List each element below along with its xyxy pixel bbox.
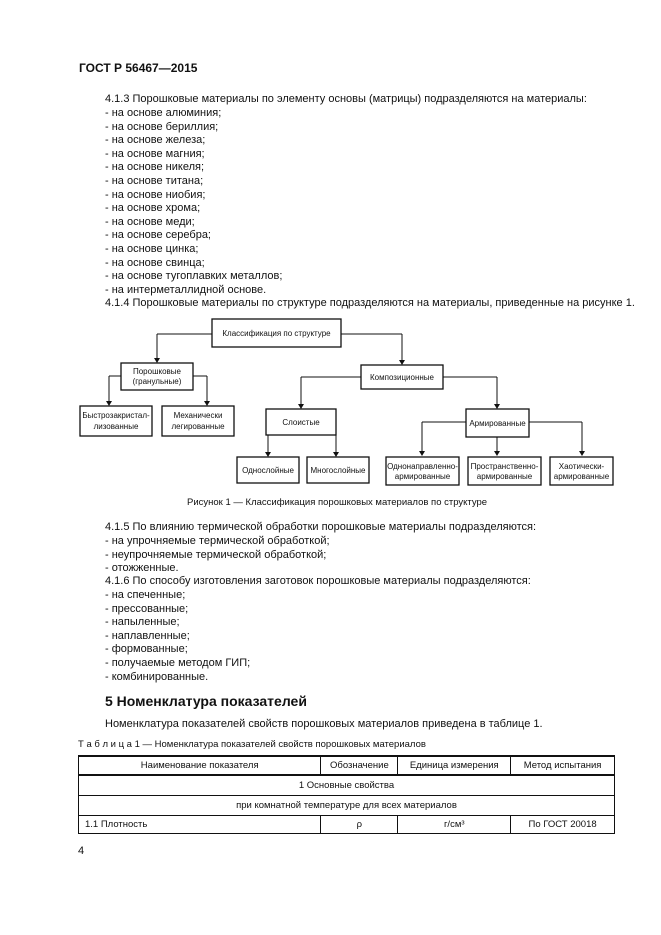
list-item: - комбинированные. [105, 670, 209, 683]
table-row: 1.1 Плотность ρ г/см³ По ГОСТ 20018 [77, 815, 615, 834]
table-group-row: 1 Основные свойства [78, 774, 615, 796]
table-header-cell: Единица измерения [397, 755, 512, 776]
layered-node [265, 408, 337, 436]
list-item: - на основе магния; [105, 147, 205, 160]
list-item: - отожженные. [105, 562, 179, 575]
list-item: - на основе никеля; [105, 161, 205, 174]
nomenclature-table: Наименование показателя Обозначение Един… [77, 755, 615, 834]
list-item: - прессованные; [105, 602, 189, 615]
root-node [211, 318, 342, 348]
page-number: 4 [78, 845, 85, 857]
table-cell: г/см³ [397, 815, 512, 834]
node-label: Механически [174, 411, 223, 420]
diagram-arrowheads [106, 358, 585, 457]
list-item: - наплавленные; [105, 629, 190, 642]
table-group-cell: 1 Основные свойства [78, 774, 615, 796]
table-caption: Т а б л и ц а 1 — Номенклатура показател… [78, 739, 426, 750]
node-label: армированные [395, 472, 451, 481]
paragraph-4-1-4: 4.1.4 Порошковые материалы по структуре … [105, 297, 635, 309]
table-cell: ρ [320, 815, 399, 834]
node-label: Пространственно- [471, 462, 539, 471]
paragraph-4-1-6: 4.1.6 По способу изготовления заготовок … [105, 575, 531, 587]
list-item: - на основе титана; [105, 174, 204, 187]
list-item: - на спеченные; [105, 589, 186, 601]
list-item: - на основе серебра; [105, 229, 211, 242]
node-label: Однослойные [242, 466, 294, 475]
node-label: Классификация по структуре [222, 329, 331, 338]
multi-layer-node [306, 456, 370, 484]
paragraph-4-1-5: 4.1.5 По влиянию термической обработки п… [105, 521, 537, 533]
table-cell: 1.1 Плотность [77, 815, 322, 834]
list-item: - на упрочняемые термической обработкой; [105, 535, 330, 547]
list-item: - получаемые методом ГИП; [105, 656, 251, 669]
reinforced-node [465, 408, 530, 438]
unidirectional-node [385, 456, 460, 486]
node-label: Быстрозакристал- [82, 411, 150, 420]
list-item: - на основе цинка; [105, 242, 199, 255]
structure-classification-diagram: Классификация по структуре Порошковые (г… [79, 318, 614, 486]
list-item: - напыленные; [105, 616, 180, 629]
section-5-text: Номенклатура показателей свойств порошко… [105, 718, 543, 730]
list-item: - на основе ниобия; [105, 188, 206, 201]
node-label: Армированные [469, 419, 526, 428]
matrix-base-list: - на основе алюминия; - на основе берилл… [105, 107, 282, 297]
table-cell: По ГОСТ 20018 [510, 815, 615, 834]
composite-node [360, 364, 444, 390]
list-item: - на интерметаллидной основе. [105, 283, 267, 296]
table-group-cell: при комнатной температуре для всех матер… [78, 795, 615, 816]
node-label: легированные [171, 422, 225, 431]
list-item: - неупрочняемые термической обработкой; [105, 548, 327, 561]
node-label: Многослойные [310, 466, 366, 475]
chaotic-node [549, 456, 614, 486]
table-group-row: при комнатной температуре для всех матер… [78, 795, 615, 816]
node-label: (гранульные) [133, 377, 182, 386]
table-header-cell: Наименование показателя [77, 755, 322, 776]
node-label: лизованные [94, 422, 139, 431]
list-item: - на основе тугоплавких металлов; [105, 270, 283, 283]
table-header-row: Наименование показателя Обозначение Един… [77, 755, 615, 776]
manufacturing-method-list: - на спеченные; - прессованные; - напыле… [105, 589, 250, 684]
node-label: армированные [477, 472, 533, 481]
table-header-cell: Обозначение [320, 755, 399, 776]
node-label: Композиционные [370, 373, 435, 382]
list-item: - на основе железа; [105, 134, 206, 147]
list-item: - на основе бериллия; [105, 120, 219, 133]
figure-caption: Рисунок 1 — Классификация порошковых мат… [187, 497, 488, 508]
node-label: армированные [554, 472, 610, 481]
heat-treatment-list: - на упрочняемые термической обработкой;… [105, 535, 330, 576]
mech-alloyed-node [161, 405, 235, 437]
document-header: ГОСТ Р 56467—2015 [79, 61, 198, 75]
rapid-solidified-node [79, 405, 153, 437]
list-item: - на основе алюминия; [105, 107, 222, 119]
diagram-connectors [108, 333, 583, 456]
node-label: Однонаправленно- [387, 462, 458, 471]
node-label: Порошковые [133, 367, 182, 376]
list-item: - на основе свинца; [105, 256, 205, 269]
paragraph-4-1-3: 4.1.3 Порошковые материалы по элементу о… [105, 93, 587, 105]
spatial-node [467, 456, 542, 486]
section-5-heading: 5 Номенклатура показателей [105, 693, 307, 709]
list-item: - на основе хрома; [105, 202, 201, 215]
table-header-cell: Метод испытания [510, 755, 615, 776]
list-item: - на основе меди; [105, 215, 195, 228]
list-item: - формованные; [105, 643, 188, 656]
powder-node [120, 362, 194, 391]
node-label: Хаотически- [559, 462, 605, 471]
node-label: Слоистые [282, 418, 320, 427]
single-layer-node [236, 456, 300, 484]
